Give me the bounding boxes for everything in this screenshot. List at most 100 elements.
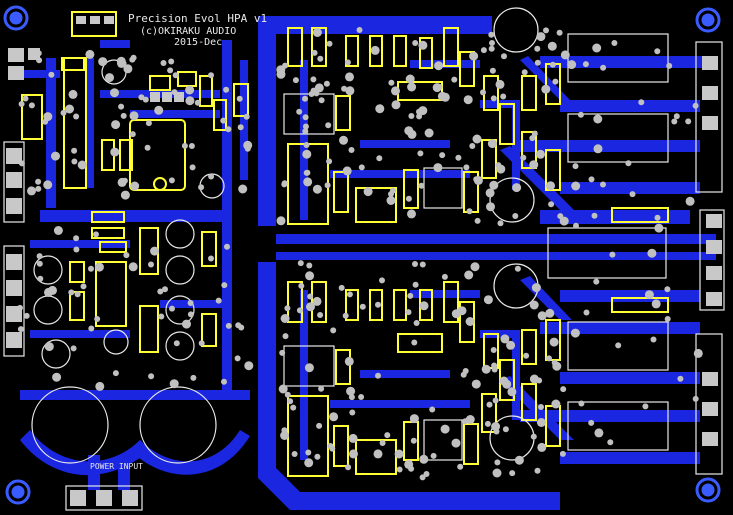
pad xyxy=(168,177,175,184)
pad xyxy=(93,231,99,238)
pad xyxy=(507,387,517,397)
pad xyxy=(411,339,418,346)
pad xyxy=(302,123,309,130)
pad xyxy=(112,370,119,377)
pad xyxy=(243,113,250,120)
pad xyxy=(549,337,559,347)
pad xyxy=(22,95,29,102)
pad xyxy=(491,422,501,431)
pad xyxy=(168,58,175,65)
pad xyxy=(182,319,191,329)
pad xyxy=(349,409,356,416)
pad xyxy=(405,74,415,84)
pad xyxy=(95,381,105,391)
pad xyxy=(138,94,145,101)
pad xyxy=(651,299,661,309)
pad xyxy=(592,43,602,53)
pad xyxy=(412,261,418,267)
pad xyxy=(654,214,661,221)
pad xyxy=(356,27,363,33)
pad xyxy=(560,386,567,393)
pad xyxy=(433,163,443,173)
pad xyxy=(110,147,120,157)
pad xyxy=(407,129,417,139)
pad xyxy=(384,432,391,439)
pad xyxy=(588,419,595,426)
pad xyxy=(144,144,151,151)
pad xyxy=(552,78,559,85)
pad xyxy=(345,86,355,96)
pad xyxy=(60,109,67,116)
pad xyxy=(344,356,354,366)
pad xyxy=(120,112,127,119)
pad xyxy=(493,428,500,435)
pad xyxy=(296,307,303,314)
pad xyxy=(685,196,695,206)
pad xyxy=(329,445,336,452)
pad xyxy=(284,391,291,398)
pad xyxy=(429,406,436,413)
pad xyxy=(654,223,664,233)
pad xyxy=(73,235,80,242)
pad xyxy=(234,355,241,362)
pad xyxy=(548,201,555,208)
pad xyxy=(37,275,44,282)
pad xyxy=(73,113,80,120)
pad xyxy=(52,372,62,382)
pad xyxy=(560,50,570,60)
pad xyxy=(130,181,140,191)
pad xyxy=(375,301,381,308)
pad xyxy=(316,422,323,429)
pad xyxy=(117,177,127,187)
pad xyxy=(302,114,309,121)
pad xyxy=(376,155,383,162)
pad xyxy=(148,373,155,380)
pad xyxy=(118,103,125,110)
pad xyxy=(664,316,671,322)
pad xyxy=(396,466,403,473)
pad xyxy=(577,111,584,118)
pad xyxy=(529,300,539,310)
pad xyxy=(615,342,622,349)
pad xyxy=(296,108,303,115)
pad xyxy=(391,86,400,96)
pad xyxy=(35,185,42,192)
pad xyxy=(208,255,214,262)
pad xyxy=(391,100,401,110)
pad xyxy=(304,363,314,373)
pad xyxy=(437,91,447,101)
pad xyxy=(181,142,188,149)
pad xyxy=(638,99,645,106)
pad xyxy=(53,226,63,235)
pad xyxy=(215,297,222,304)
pad xyxy=(609,251,616,258)
pad xyxy=(650,336,657,343)
pad xyxy=(187,311,194,318)
pad xyxy=(129,111,139,121)
pad xyxy=(692,102,699,109)
pad xyxy=(424,128,434,138)
pad xyxy=(105,73,114,83)
pad xyxy=(291,451,298,457)
pad xyxy=(329,412,339,422)
pad xyxy=(489,180,499,190)
pad xyxy=(150,246,160,256)
pad xyxy=(451,438,461,448)
pad xyxy=(418,182,425,189)
pad xyxy=(488,45,495,52)
pad xyxy=(98,57,108,67)
pad xyxy=(466,208,473,215)
pad xyxy=(307,293,314,300)
pad xyxy=(189,164,196,171)
pad xyxy=(338,284,345,291)
pad xyxy=(298,282,305,289)
pad xyxy=(373,449,383,459)
pad xyxy=(148,261,154,268)
pad xyxy=(304,458,314,468)
pad xyxy=(408,113,415,119)
pad xyxy=(388,79,395,86)
pad xyxy=(495,79,505,89)
pad xyxy=(588,176,595,183)
pad xyxy=(208,72,214,79)
pad xyxy=(556,29,563,36)
